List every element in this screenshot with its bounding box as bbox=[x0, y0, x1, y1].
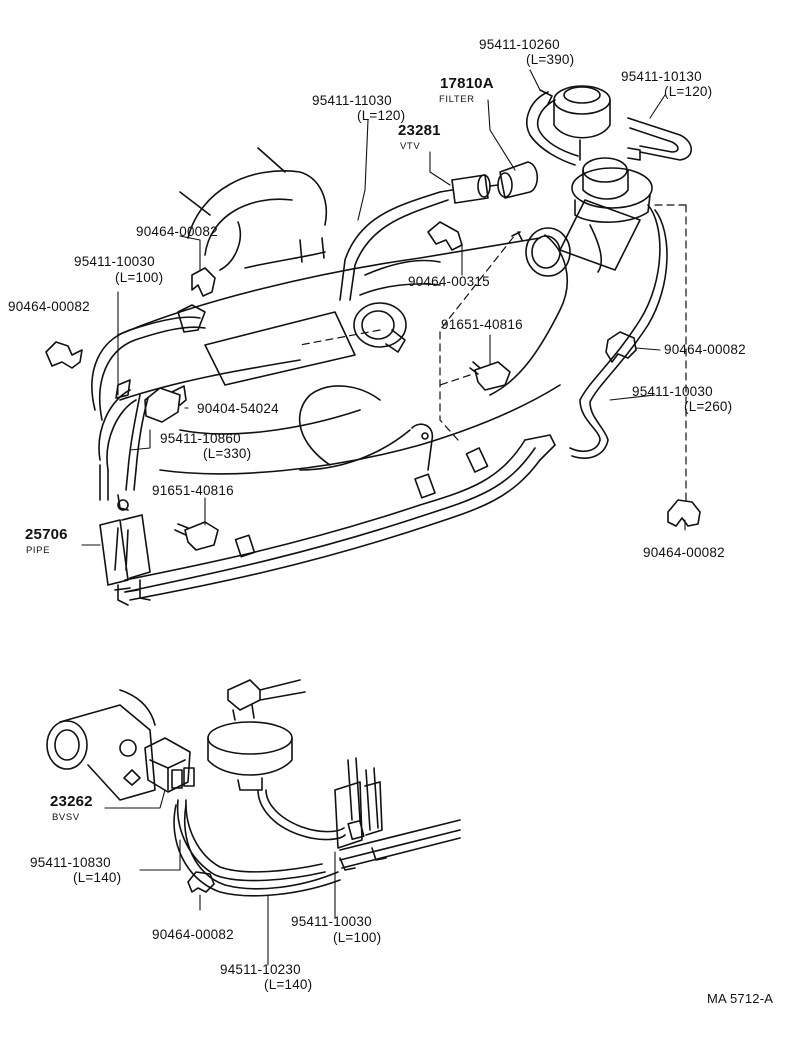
label-94511-10230-length: (L=140) bbox=[264, 977, 313, 992]
hose-95411-10260 bbox=[526, 89, 579, 166]
bottom-hoses bbox=[173, 789, 346, 897]
label-90464-00082-lower-right: 90464-00082 bbox=[643, 545, 725, 560]
label-25706: 25706 bbox=[25, 526, 68, 543]
label-95411-10030-upper-length: (L=100) bbox=[115, 270, 164, 285]
label-95411-10830-length: (L=140) bbox=[73, 870, 122, 885]
label-91651-40816-lower: 91651-40816 bbox=[152, 483, 234, 498]
water-outlet bbox=[46, 689, 156, 801]
label-95411-10030-upper: 95411-10030 bbox=[74, 254, 155, 269]
label-95411-10830: 95411-10830 bbox=[30, 855, 111, 870]
label-17810a: 17810A bbox=[440, 75, 494, 92]
reference-code: MA 5712-A bbox=[707, 991, 774, 1006]
pipe-bundle bbox=[124, 423, 556, 601]
vtv-and-filter bbox=[439, 161, 539, 204]
label-95411-10130: 95411-10130 bbox=[621, 69, 702, 84]
rail-clip bbox=[177, 304, 206, 333]
hose-95411-10130 bbox=[627, 117, 693, 161]
intake-manifold bbox=[117, 199, 641, 475]
pipe-bracket bbox=[99, 494, 151, 606]
clip-90464-00082-b bbox=[45, 341, 83, 369]
clip-90464-00082-a bbox=[191, 267, 216, 297]
label-vtv: VTV bbox=[400, 141, 421, 152]
bolt-90404-54024 bbox=[144, 385, 187, 423]
label-filter: FILTER bbox=[439, 94, 475, 105]
label-90464-00082-right: 90464-00082 bbox=[664, 342, 746, 357]
clip-90464-00082-e bbox=[187, 871, 215, 893]
label-90464-00082-left: 90464-00082 bbox=[8, 299, 90, 314]
dashed-leaders bbox=[299, 204, 687, 501]
label-95411-10030-bottom: 95411-10030 bbox=[291, 914, 372, 929]
label-95411-10030-right-length: (L=260) bbox=[684, 399, 733, 414]
label-90464-00315: 90464-00315 bbox=[408, 274, 490, 289]
label-90404-54024: 90404-54024 bbox=[197, 401, 279, 416]
label-95411-10130-length: (L=120) bbox=[664, 84, 713, 99]
egr-valve bbox=[553, 85, 653, 223]
clip-90464-00082-d bbox=[667, 499, 701, 527]
label-23281: 23281 bbox=[398, 122, 441, 139]
label-95411-10260: 95411-10260 bbox=[479, 37, 560, 52]
leader-lines bbox=[81, 69, 686, 966]
label-95411-10030-right: 95411-10030 bbox=[632, 384, 713, 399]
label-95411-10260-length: (L=390) bbox=[526, 52, 575, 67]
label-90464-00082-upper: 90464-00082 bbox=[136, 224, 218, 239]
label-94511-10230: 94511-10230 bbox=[220, 962, 301, 977]
label-95411-10030-bottom-length: (L=100) bbox=[333, 930, 382, 945]
label-95411-10860: 95411-10860 bbox=[160, 431, 241, 446]
label-bvsv: BVSV bbox=[52, 812, 80, 823]
hose-95411-11030 bbox=[339, 191, 449, 301]
stud-91651-40816-b bbox=[174, 521, 219, 551]
label-95411-11030: 95411-11030 bbox=[312, 93, 392, 108]
air-cleaner-housing bbox=[179, 147, 327, 271]
hose-95411-10030-l260 bbox=[569, 204, 668, 459]
label-pipe: PIPE bbox=[26, 545, 51, 556]
label-91651-40816-upper: 91651-40816 bbox=[441, 317, 523, 332]
clip-90464-00315 bbox=[427, 221, 463, 251]
label-90464-00082-bottom: 90464-00082 bbox=[152, 927, 234, 942]
bvsv-valve bbox=[144, 737, 195, 793]
left-hoses bbox=[91, 316, 206, 501]
vacuum-actuator bbox=[207, 679, 306, 791]
stud-91651-40816-a bbox=[469, 361, 511, 391]
label-95411-10860-length: (L=330) bbox=[203, 446, 252, 461]
throttle-body bbox=[353, 227, 571, 353]
label-95411-11030-length: (L=120) bbox=[357, 108, 406, 123]
clip-90464-00082-c bbox=[605, 331, 637, 363]
bottom-pipe-rail bbox=[334, 757, 461, 871]
label-23262: 23262 bbox=[50, 793, 93, 810]
